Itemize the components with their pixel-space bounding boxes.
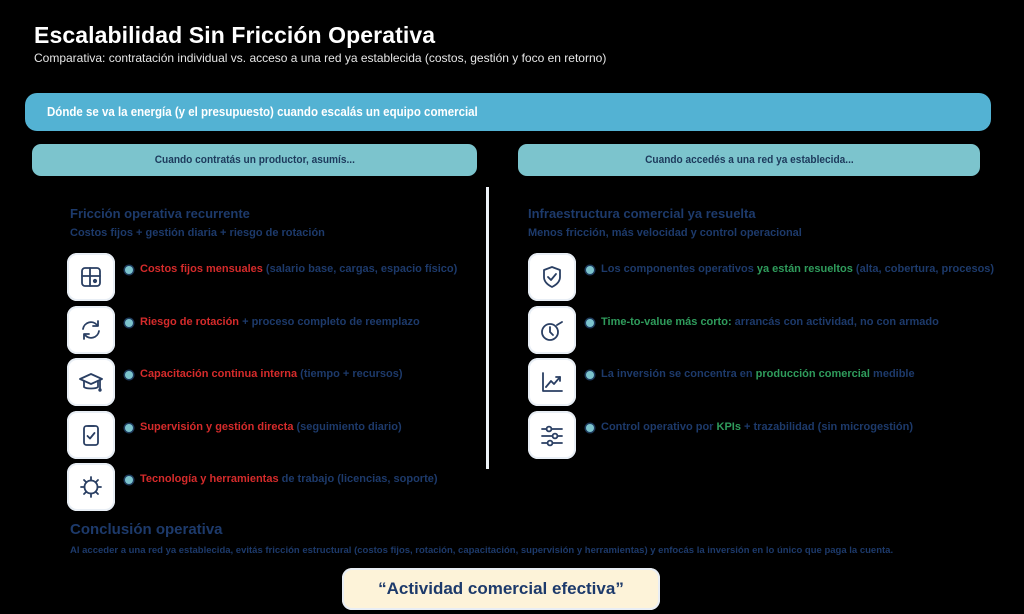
trend-chart-icon [528, 358, 576, 406]
quote-box: “Actividad comercial efectiva” [342, 568, 660, 610]
sliders-icon [528, 410, 576, 459]
bullet-dot [125, 318, 133, 327]
bullet-dot [586, 371, 594, 379]
bullet-dot [125, 423, 133, 432]
page-subtitle: Comparativa: contratación individual vs.… [34, 51, 607, 65]
clipboard-check-icon [67, 410, 115, 459]
right-heading: Infraestructura comercial ya resuelta [528, 206, 756, 221]
item-text: Time-to-value más corto: arrancás con ac… [601, 315, 939, 328]
clock-icon [528, 305, 576, 354]
right-subheader: Cuando accedés a una red ya establecida.… [518, 144, 980, 176]
left-heading: Fricción operativa recurrente [70, 206, 250, 221]
conclusion-body: Al acceder a una red ya establecida, evi… [70, 545, 894, 556]
graduation-cap-icon [67, 358, 115, 406]
banner-text: Dónde se va la energía (y el presupuesto… [47, 105, 478, 119]
page-title: Escalabilidad Sin Fricción Operativa [34, 22, 436, 48]
bullet-dot [125, 476, 133, 484]
bullet-dot [586, 266, 594, 274]
refresh-cycle-icon [67, 305, 115, 354]
banner: Dónde se va la energía (y el presupuesto… [25, 93, 991, 131]
left-subheader: Cuando contratás un productor, asumís... [32, 144, 477, 176]
bullet-dot [586, 423, 594, 432]
conclusion-heading: Conclusión operativa [70, 521, 223, 538]
item-text: La inversión se concentra en producción … [601, 368, 915, 380]
layout-grid-icon [67, 253, 115, 301]
item-text: Capacitación continua interna (tiempo + … [140, 368, 403, 380]
conclusion-block: Conclusión operativa Al acceder a una re… [70, 521, 893, 556]
right-subheader-text: Cuando accedés a una red ya establecida.… [644, 154, 854, 166]
right-subheading: Menos fricción, más velocidad y control … [528, 227, 802, 239]
item-text: Costos fijos mensuales (salario base, ca… [140, 263, 458, 275]
bullet-dot [125, 371, 133, 379]
shield-check-icon [528, 253, 576, 301]
right-heading-block: Infraestructura comercial ya resuelta Me… [528, 206, 802, 239]
item-text: Supervisión y gestión directa (seguimien… [140, 420, 402, 433]
quote-text: “Actividad comercial efectiva” [378, 579, 624, 598]
gear-icon [67, 463, 115, 511]
left-heading-block: Fricción operativa recurrente Costos fij… [70, 206, 325, 239]
item-text: Los componentes operativos ya están resu… [601, 263, 995, 275]
item-text: Tecnología y herramientas de trabajo (li… [140, 473, 438, 485]
bullet-dot [586, 318, 594, 327]
column-divider [486, 187, 489, 469]
left-subheader-text: Cuando contratás un productor, asumís... [154, 154, 355, 166]
left-subheading: Costos fijos + gestión diaria + riesgo d… [70, 227, 325, 239]
item-text: Riesgo de rotación + proceso completo de… [140, 315, 420, 328]
bullet-dot [125, 266, 133, 274]
item-text: Control operativo por KPIs + trazabilida… [601, 420, 914, 433]
